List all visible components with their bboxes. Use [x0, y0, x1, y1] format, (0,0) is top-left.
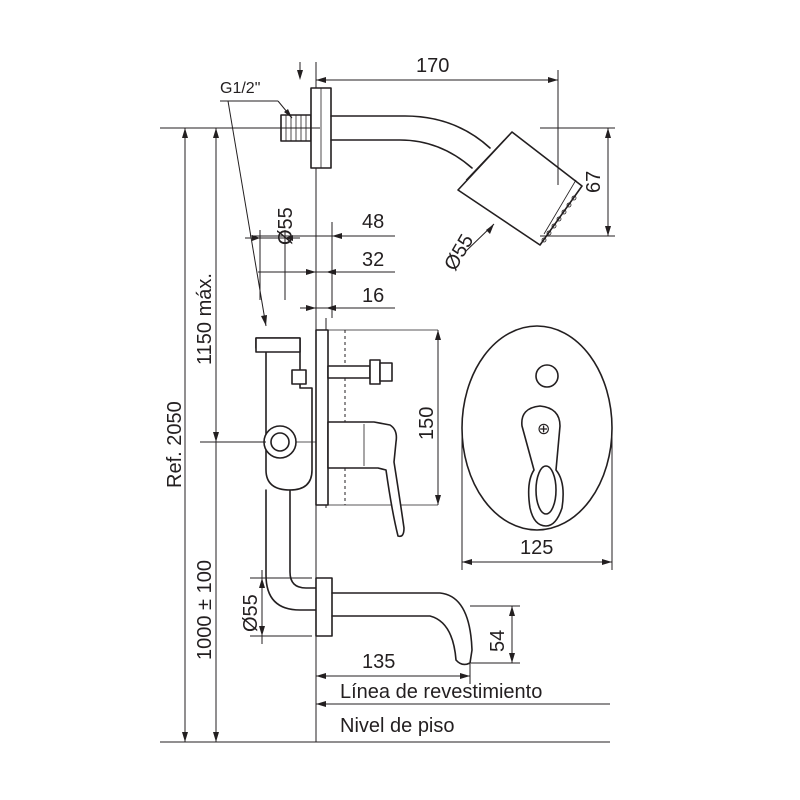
label-plate-height: 150: [416, 407, 438, 440]
label-head-height: 67: [583, 171, 605, 193]
cover-plate-side-view: [315, 329, 438, 506]
dim-plate-width: 125: [461, 428, 613, 570]
label-floor-level: Nivel de piso: [340, 715, 455, 737]
label-spout-length: 135: [362, 651, 395, 673]
label-depth-48: 48: [362, 211, 384, 233]
dim-lower-flange-diameter: Ø55: [240, 570, 312, 644]
cover-plate-front-view: ⊕: [461, 325, 613, 531]
mixer-body: [255, 337, 316, 491]
label-cladding-line: Línea de revestimiento: [340, 681, 542, 703]
dim-depth-16: 16: [300, 285, 395, 311]
thread-callout: G1/2": [220, 80, 293, 327]
dim-max-height: 1150 máx.: [194, 127, 320, 443]
dim-upper-flange-diameter: Ø55: [245, 207, 300, 300]
label-max-height: 1150 máx.: [194, 273, 216, 365]
diverter-knob-side: [327, 359, 393, 385]
dim-spout-height-range: 1000 ± 100: [194, 442, 219, 742]
lever-handle-side: [327, 421, 405, 538]
brand-mark: ⊕: [537, 421, 550, 438]
dim-reference-height: Ref. 2050: [160, 127, 200, 742]
label-spout-height-range: 1000 ± 100: [194, 560, 216, 660]
label-spout-drop: 54: [487, 630, 509, 652]
dim-head-diameter: Ø55: [440, 223, 495, 275]
tub-spout: [265, 489, 473, 666]
label-thread: G1/2": [220, 80, 260, 97]
dim-spout-length: 135: [316, 651, 471, 684]
shower-head-nozzles: [541, 195, 577, 243]
label-head-diameter: Ø55: [440, 231, 478, 275]
label-arm-length: 170: [416, 55, 449, 77]
dim-depth-32: 32: [258, 249, 395, 275]
dim-spout-drop: 54: [470, 605, 520, 664]
diverter-knob-front: [535, 364, 559, 388]
label-upper-flange-diameter: Ø55: [275, 207, 297, 245]
floor-level: Nivel de piso: [160, 715, 610, 743]
cladding-line: Línea de revestimiento: [316, 681, 610, 707]
dim-depth-48: 48: [250, 211, 395, 318]
label-lower-flange-diameter: Ø55: [240, 594, 262, 632]
label-reference-height: Ref. 2050: [164, 401, 186, 488]
label-plate-width: 125: [520, 537, 553, 559]
wall-top-marker: [297, 62, 303, 80]
dim-plate-height: 150: [416, 330, 441, 505]
label-depth-32: 32: [362, 249, 384, 271]
shower-head: [457, 131, 583, 246]
label-depth-16: 16: [362, 285, 384, 307]
dim-arm-length: 170: [316, 55, 559, 185]
dim-head-height: 67: [540, 127, 615, 237]
